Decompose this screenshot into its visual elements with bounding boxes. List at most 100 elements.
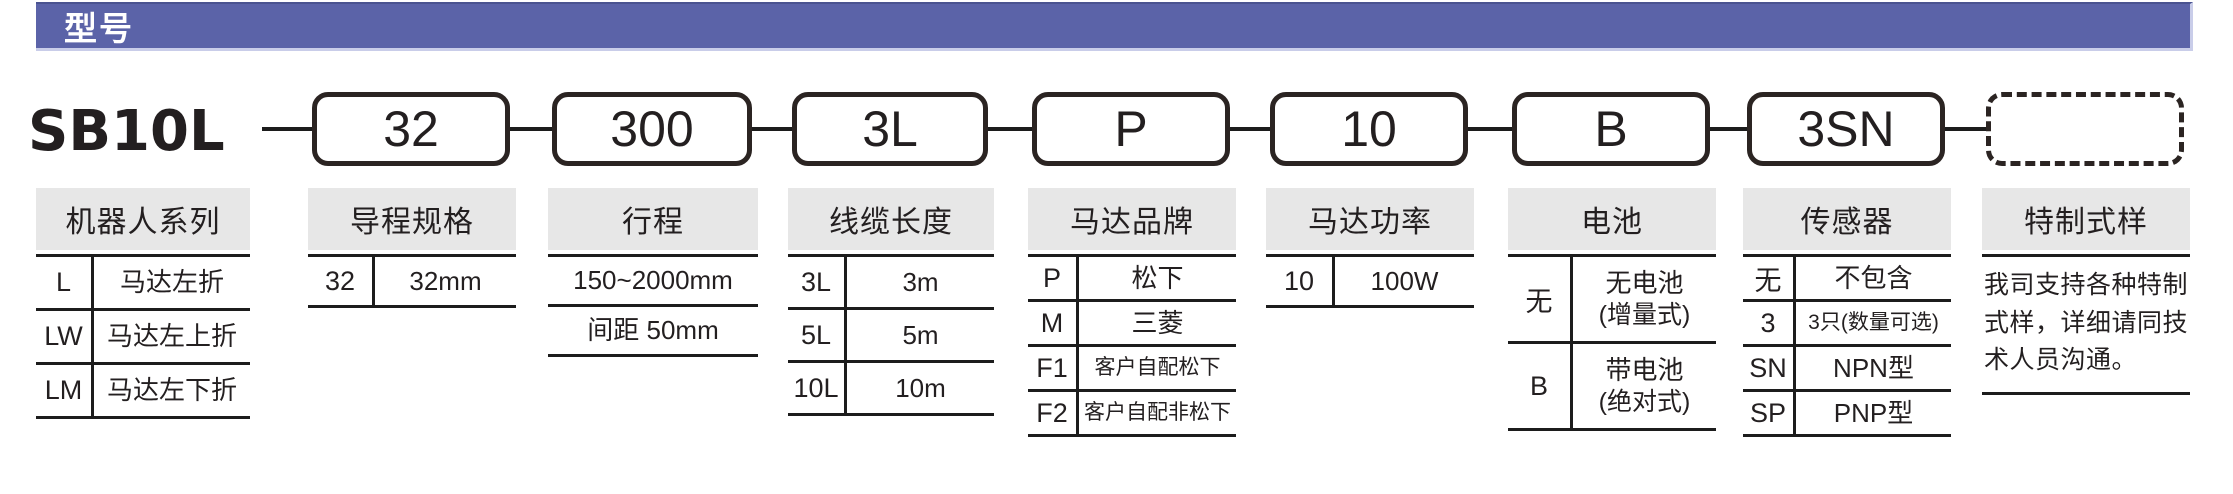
option-table: P 松下 M 三菱 F1 客户自配松下 F2 客户自配非松下 — [1028, 254, 1236, 437]
option-table: 无 不包含 3 3只(数量可选) SN NPN型 SP PNP型 — [1743, 254, 1951, 437]
table-row: 5L 5m — [788, 310, 994, 363]
option-desc: PNP型 — [1833, 397, 1914, 428]
model-box-motor-power: 10 — [1270, 92, 1468, 166]
option-code: F1 — [1028, 347, 1079, 389]
table-row: F1 客户自配松下 — [1028, 347, 1236, 392]
option-desc: 3m — [902, 266, 939, 297]
option-desc: 客户自配非松下 — [1084, 400, 1231, 424]
column-cable-length: 线缆长度 3L 3m 5L 5m 10L 10m — [788, 188, 994, 416]
table-row: LM 马达左下折 — [36, 365, 250, 419]
table-row: 32 32mm — [308, 257, 516, 308]
section-title-bar: 型号 — [36, 2, 2193, 51]
column-lead-spec: 导程规格 32 32mm — [308, 188, 516, 308]
option-desc: 无电池 (增量式) — [1573, 257, 1716, 341]
table-row: M 三菱 — [1028, 302, 1236, 347]
table-row: B 带电池 (绝对式) — [1508, 344, 1716, 431]
column-battery: 电池 无 无电池 (增量式) B 带电池 (绝对式) — [1508, 188, 1716, 431]
category-header: 线缆长度 — [788, 188, 994, 250]
option-table: L 马达左折 LW 马达左上折 LM 马达左下折 — [36, 254, 250, 419]
column-motor-brand: 马达品牌 P 松下 M 三菱 F1 客户自配松下 F2 客户自配非松下 — [1028, 188, 1236, 437]
option-desc-line2: (绝对式) — [1598, 387, 1691, 416]
custom-spec-note: 我司支持各种特制式样，详细请同技术人员沟通。 — [1982, 254, 2190, 395]
option-code: LM — [36, 365, 94, 416]
option-table: 3L 3m 5L 5m 10L 10m — [788, 254, 994, 416]
option-desc: 客户自配松下 — [1094, 355, 1221, 379]
option-code: 无 — [1508, 257, 1573, 341]
option-code: 3 — [1743, 302, 1796, 344]
option-code: L — [36, 257, 94, 308]
column-stroke: 行程 150~2000mm 间距 50mm — [548, 188, 758, 357]
option-code: SN — [1743, 347, 1796, 389]
option-desc: 带电池 (绝对式) — [1573, 344, 1716, 428]
option-desc: 马达左下折 — [106, 375, 237, 406]
category-header: 电池 — [1508, 188, 1716, 250]
category-header: 导程规格 — [308, 188, 516, 250]
model-base-code: SB10L — [28, 99, 225, 164]
category-header: 马达功率 — [1266, 188, 1474, 250]
section-title: 型号 — [64, 10, 134, 47]
category-header: 传感器 — [1743, 188, 1951, 250]
option-desc: 32mm — [409, 265, 482, 296]
table-row: 间距 50mm — [548, 307, 758, 357]
option-desc: 150~2000mm — [573, 265, 733, 296]
option-table: 150~2000mm 间距 50mm — [548, 254, 758, 357]
option-desc: 马达左上折 — [106, 321, 237, 352]
option-desc: NPN型 — [1833, 352, 1914, 383]
option-table: 10 100W — [1266, 254, 1474, 308]
model-box-battery: B — [1512, 92, 1710, 166]
table-row: 150~2000mm — [548, 257, 758, 307]
model-box-cable-length: 3L — [792, 92, 988, 166]
option-code: 无 — [1743, 257, 1796, 299]
option-code: 10L — [788, 363, 847, 413]
option-desc: 三菱 — [1131, 307, 1184, 338]
table-row: P 松下 — [1028, 257, 1236, 302]
model-box-stroke: 300 — [552, 92, 752, 166]
table-row: F2 客户自配非松下 — [1028, 392, 1236, 437]
table-row: 3 3只(数量可选) — [1743, 302, 1951, 347]
option-code: 3L — [788, 257, 847, 307]
table-row: 10 100W — [1266, 257, 1474, 308]
option-desc: 5m — [902, 319, 939, 350]
table-row: LW 马达左上折 — [36, 311, 250, 365]
option-desc-line2: (增量式) — [1598, 300, 1691, 329]
option-code: 32 — [308, 257, 375, 305]
model-box-lead-spec: 32 — [312, 92, 510, 166]
option-code: LW — [36, 311, 94, 362]
option-desc-line1: 无电池 — [1605, 268, 1684, 299]
table-row: 无 不包含 — [1743, 257, 1951, 302]
option-desc-line1: 带电池 — [1605, 355, 1684, 386]
table-row: 3L 3m — [788, 257, 994, 310]
model-box-custom-spec — [1986, 92, 2184, 166]
table-row: 无 无电池 (增量式) — [1508, 257, 1716, 344]
option-table: 无 无电池 (增量式) B 带电池 (绝对式) — [1508, 254, 1716, 431]
category-header: 行程 — [548, 188, 758, 250]
option-desc: 间距 50mm — [587, 315, 719, 346]
option-code: P — [1028, 257, 1079, 299]
column-custom-spec: 特制式样 我司支持各种特制式样，详细请同技术人员沟通。 — [1982, 188, 2190, 395]
option-code: 10 — [1266, 257, 1335, 305]
option-desc: 3只(数量可选) — [1808, 310, 1939, 334]
option-desc: 100W — [1370, 265, 1439, 296]
column-sensor: 传感器 无 不包含 3 3只(数量可选) SN NPN型 SP PNP型 — [1743, 188, 1951, 437]
option-code: 5L — [788, 310, 847, 360]
table-row: SN NPN型 — [1743, 347, 1951, 392]
category-header: 特制式样 — [1982, 188, 2190, 250]
table-row: L 马达左折 — [36, 257, 250, 311]
table-row: SP PNP型 — [1743, 392, 1951, 437]
option-desc: 松下 — [1131, 262, 1184, 293]
category-header: 机器人系列 — [36, 188, 250, 250]
column-motor-power: 马达功率 10 100W — [1266, 188, 1474, 308]
option-code: M — [1028, 302, 1079, 344]
option-desc: 不包含 — [1834, 262, 1913, 293]
option-desc: 马达左折 — [119, 267, 224, 298]
table-row: 10L 10m — [788, 363, 994, 416]
option-code: F2 — [1028, 392, 1079, 434]
option-code: B — [1508, 344, 1573, 428]
model-box-sensor: 3SN — [1747, 92, 1945, 166]
model-box-motor-brand: P — [1032, 92, 1230, 166]
option-code: SP — [1743, 392, 1796, 434]
option-table: 32 32mm — [308, 254, 516, 308]
option-desc: 10m — [895, 372, 946, 403]
column-robot-series: 机器人系列 L 马达左折 LW 马达左上折 LM 马达左下折 — [36, 188, 250, 419]
